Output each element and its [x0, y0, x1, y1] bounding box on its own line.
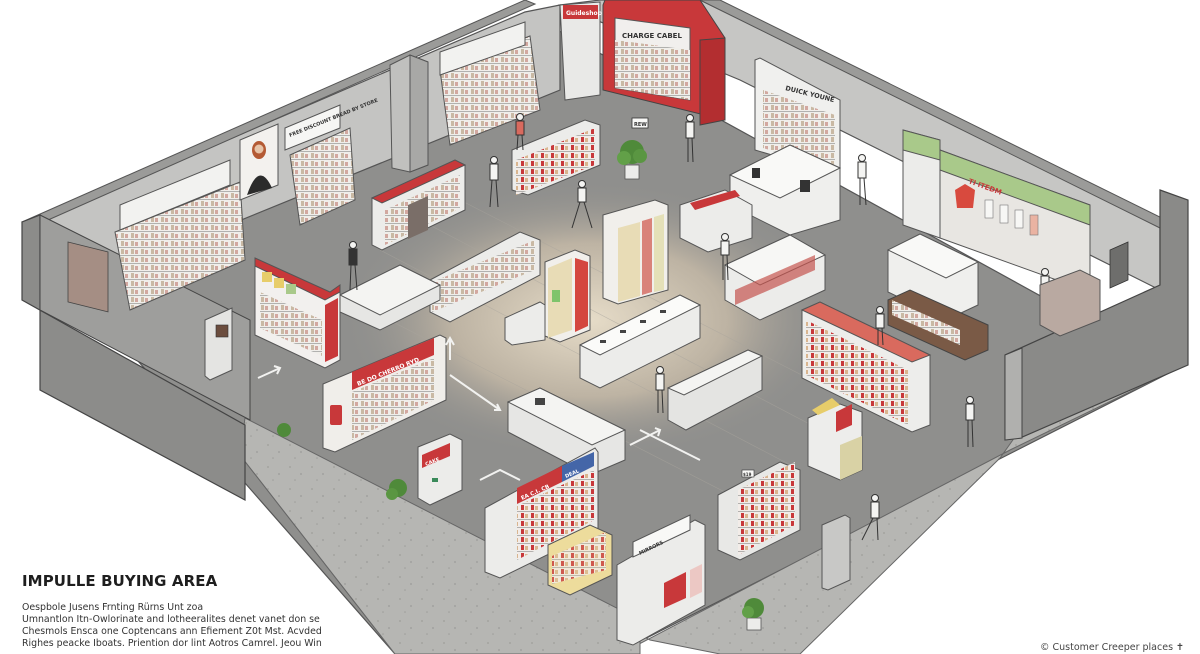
counter-block-left	[338, 264, 442, 331]
promo-booth	[807, 398, 863, 481]
image-credit: © Customer Creeper places ✝	[1040, 642, 1184, 653]
small-floor-sign-text: REW	[634, 122, 647, 128]
poster-woman	[239, 123, 279, 201]
checkout-counter-top	[679, 189, 753, 253]
pos-sign-text: CAKE	[425, 457, 442, 468]
person	[348, 241, 358, 291]
bookshelf-center	[717, 461, 801, 561]
caption-block: IMPULLE BUYING AREA Oespbole Jusens Frnt…	[22, 572, 362, 650]
person	[685, 114, 695, 163]
self-service-kiosk	[204, 307, 233, 381]
mirror-display: MIRRORS	[616, 514, 706, 646]
caption-line: Umnantlon Itn-Owlorinate and lotheeralit…	[22, 614, 320, 625]
guideshop-kiosk: Guideshop	[559, 1, 603, 101]
red-wall-text: CHARGE CABEL	[622, 32, 682, 40]
caption-title: IMPULLE BUYING AREA	[22, 572, 218, 590]
endcap-blue-text: DEAL	[564, 468, 581, 480]
plant-left	[386, 479, 407, 500]
shelf-long-left	[429, 231, 541, 323]
plant-top	[617, 140, 647, 180]
wall-shelf-left	[114, 159, 246, 311]
person	[861, 494, 880, 541]
red-endcap-left	[254, 257, 341, 369]
price-tag: $19	[741, 469, 755, 478]
plant-bottom	[742, 598, 764, 631]
person	[515, 113, 525, 151]
green-wall-fixture: TI ITEDM	[902, 129, 1091, 293]
endcap-impulse-left: BE DO CHERRO RYD	[322, 334, 447, 453]
wall-shelf-upper	[439, 21, 541, 146]
endcap-impulse-center: EA C.I. CB DEAL	[484, 447, 599, 579]
fridge-left	[544, 249, 591, 343]
person	[655, 366, 665, 414]
plant-walkway	[277, 423, 291, 437]
fridge-center	[602, 199, 669, 305]
person	[571, 180, 593, 229]
person	[875, 306, 885, 346]
left-outer-wall	[21, 214, 251, 502]
top-kiosk-text: Guideshop	[566, 10, 603, 17]
table-small	[504, 301, 546, 346]
floor-arrows	[257, 335, 701, 481]
column	[389, 54, 429, 173]
caption-line: Righes peacke Iboats. Priention dor lint…	[22, 638, 322, 649]
counter-block-center	[666, 349, 764, 431]
waste-bin	[821, 514, 851, 591]
endcap-display-mid	[370, 159, 467, 251]
person	[965, 396, 975, 448]
wall-panel-right	[1039, 241, 1129, 337]
person	[720, 233, 730, 281]
glass-counter-right	[723, 234, 827, 321]
red-wall-display: CHARGE CABEL	[602, 0, 726, 126]
caption-line: Chesmols Ensca one Coptencans ann Efieme…	[22, 626, 322, 637]
pos-sign-stand: CAKE	[417, 433, 463, 506]
glass-counter-center	[578, 294, 702, 389]
wall-shelf-small	[289, 127, 356, 226]
red-gondola-right	[800, 301, 932, 433]
small-floor-sign: REW	[631, 117, 649, 129]
price-tag-text: $19	[743, 472, 752, 477]
brown-display-counter	[887, 289, 989, 361]
caption-line: Oespbole Jusens Frnting Rürns Unt zoa	[22, 602, 204, 613]
person	[857, 154, 867, 206]
person	[489, 156, 499, 208]
yellow-display	[547, 524, 613, 596]
red-gondola-left	[511, 119, 601, 196]
